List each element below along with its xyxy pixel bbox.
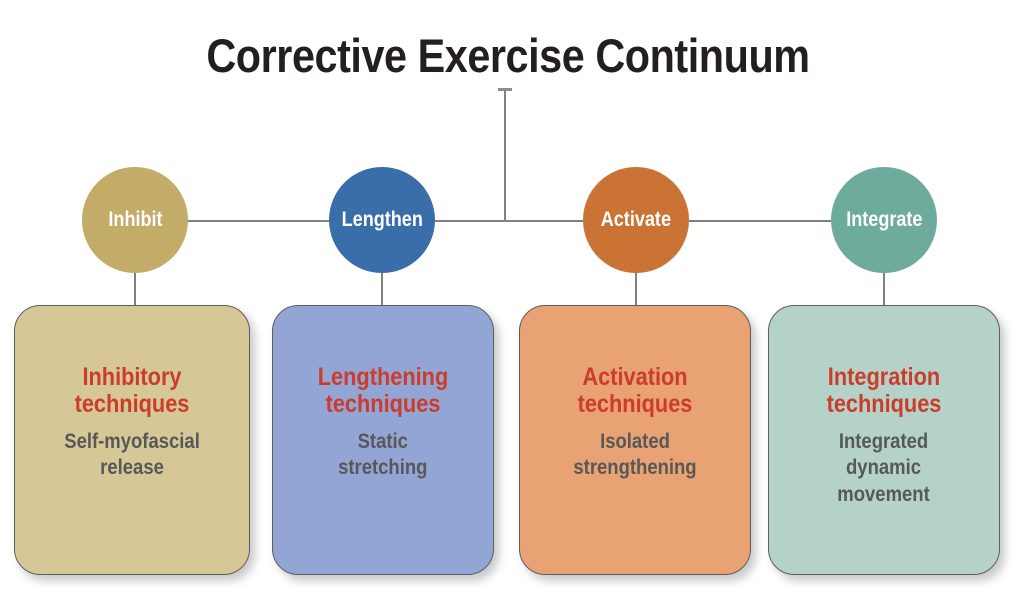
stage-circle-label-inhibit: Inhibit xyxy=(107,208,163,231)
stage-box-lengthen[interactable]: Lengthening techniques Static stretching xyxy=(272,305,494,575)
stage-box-body-inhibit: Self-myofascial release xyxy=(64,430,200,480)
title-drop-stem xyxy=(504,90,506,221)
stage-box-body-activate: Isolated strengthening xyxy=(573,430,697,480)
connector-activate-integrate xyxy=(689,220,831,222)
stage-circle-label-integrate: Integrate xyxy=(845,208,923,231)
stage-box-heading-lengthen: Lengthening techniques xyxy=(317,363,449,418)
stage-box-heading-activate: Activation techniques xyxy=(577,363,693,418)
title-stem-cap xyxy=(498,88,512,91)
stage-circle-integrate[interactable]: Integrate xyxy=(831,167,937,273)
stage-box-body-integrate: Integrated dynamic movement xyxy=(837,430,931,506)
stage-circle-inhibit[interactable]: Inhibit xyxy=(82,167,188,273)
stage-box-heading-integrate: Integration techniques xyxy=(826,363,942,418)
stem-integrate xyxy=(883,272,885,307)
stage-box-activate[interactable]: Activation techniques Isolated strengthe… xyxy=(519,305,751,575)
stem-activate xyxy=(635,272,637,307)
connector-inhibit-lengthen xyxy=(188,220,330,222)
stage-circle-lengthen[interactable]: Lengthen xyxy=(329,167,435,273)
stage-box-inhibit[interactable]: Inhibitory techniques Self-myofascial re… xyxy=(14,305,250,575)
stage-box-body-lengthen: Static stretching xyxy=(338,430,428,480)
stage-circle-label-activate: Activate xyxy=(600,208,672,231)
page-title: Corrective Exercise Continuum xyxy=(206,29,810,82)
stage-box-heading-inhibit: Inhibitory techniques xyxy=(74,363,190,418)
stage-box-integrate[interactable]: Integration techniques Integrated dynami… xyxy=(768,305,1000,575)
stage-circle-label-lengthen: Lengthen xyxy=(341,208,423,231)
stem-inhibit xyxy=(134,272,136,307)
stem-lengthen xyxy=(381,272,383,307)
connector-lengthen-activate xyxy=(435,220,583,222)
stage-circle-activate[interactable]: Activate xyxy=(583,167,689,273)
